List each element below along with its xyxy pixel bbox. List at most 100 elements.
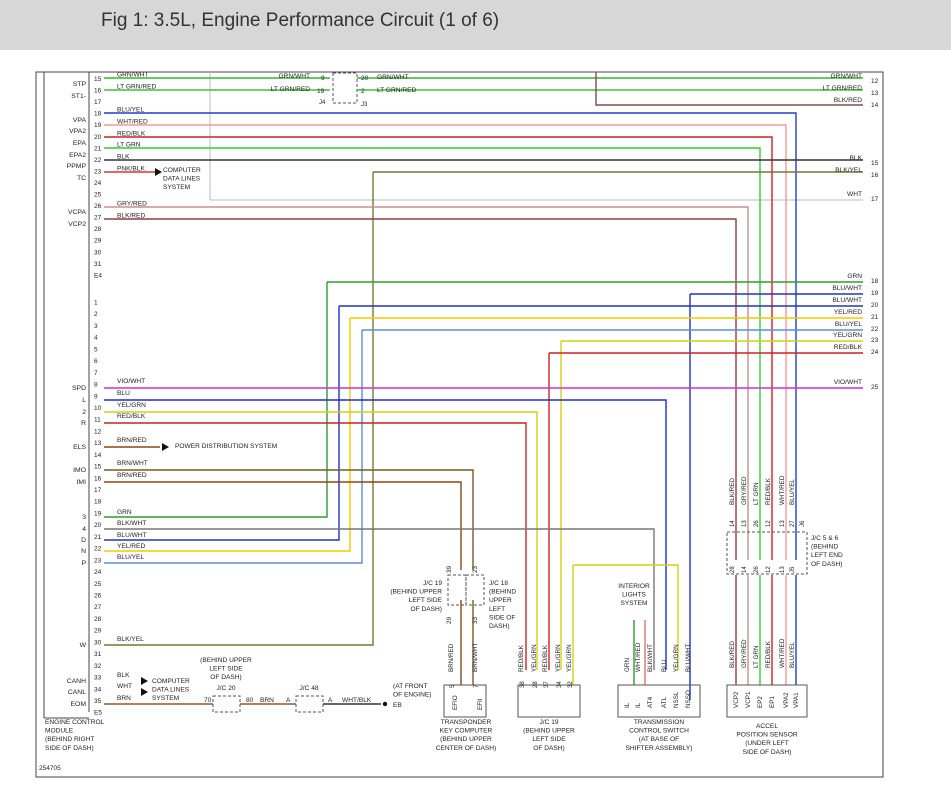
right-edge-number: 24 xyxy=(871,349,879,356)
jc56-bottom-pin: 26 xyxy=(754,566,760,573)
ecm-pin-number: 2 xyxy=(94,311,98,318)
ecm-pin-number: 16 xyxy=(94,88,102,95)
ecm-signal-label: CANL xyxy=(68,689,86,696)
wire-blu-wht-20-down xyxy=(104,306,340,541)
ecm-pin-number: 15 xyxy=(94,464,102,471)
ecm-signal-label: CANH xyxy=(67,678,86,685)
jc19-mid-box xyxy=(517,684,581,718)
transponder-name: (BEHIND UPPER xyxy=(440,736,492,743)
ecm-wire-label: GRN xyxy=(117,509,132,516)
trans-switch-term: NSSO xyxy=(685,690,692,708)
ecm-wire-label: BLK xyxy=(117,672,130,679)
jc18-name: (BEHIND xyxy=(489,589,516,596)
ecm-pin-number: 17 xyxy=(94,99,102,106)
jc56-bottom-pin: 28 xyxy=(730,566,736,573)
ecm-pin-number: 7 xyxy=(94,370,98,377)
ecm-pin-number: 34 xyxy=(94,686,102,693)
ecm-signal-label: VPA xyxy=(73,117,87,124)
jc19-left-name: (BEHIND UPPER xyxy=(390,589,442,596)
right-edge-number: 20 xyxy=(871,302,879,309)
right-edge-number: 17 xyxy=(871,196,879,203)
wire-gry-red xyxy=(104,206,749,560)
wire-brn-wht xyxy=(104,469,474,570)
right-edge-wire-label: BLU/WHT xyxy=(832,285,862,292)
jc56-top-pin: 13 xyxy=(780,520,786,527)
ecm-signal-label: N xyxy=(81,548,86,555)
transponder-box xyxy=(443,684,487,718)
right-edge-number: 23 xyxy=(871,337,879,344)
jc20-connector xyxy=(212,695,241,713)
ecm-pin-number: 29 xyxy=(94,628,102,635)
ecm-pin-number: 24 xyxy=(94,180,102,187)
can-data-lines-label: DATA LINES xyxy=(152,687,190,694)
ecm-pin-number: 11 xyxy=(94,417,101,424)
ecm-signal-label: IMO xyxy=(73,467,86,474)
ecm-pin-number: 32 xyxy=(94,663,102,670)
ecm-pin-number: 14 xyxy=(94,452,102,459)
ecm-wire-label: LT GRN xyxy=(117,142,141,149)
ecm-wire-label: BLU/WHT xyxy=(117,532,147,539)
ecm-pin-number: 26 xyxy=(94,593,102,600)
trans-switch-name: TRANSMISSION xyxy=(634,719,684,726)
jc56-bottom-wire: WHT/RED xyxy=(779,638,786,668)
interior-lights-label: LIGHTS xyxy=(622,592,646,599)
wire-paths xyxy=(104,72,863,705)
right-edge-wire-label: YEL/RED xyxy=(834,309,862,316)
jc20-name: J/C 20 xyxy=(216,685,235,692)
can-data-lines-label: COMPUTER xyxy=(152,678,190,685)
ecm-pin-number: 18 xyxy=(94,111,102,118)
trans-switch-name: SHIFTER ASSEMBLY) xyxy=(626,745,693,752)
ecm-wire-label: PNK/BLK xyxy=(117,166,145,173)
ecm-pin-number: 25 xyxy=(94,581,102,588)
trans-switch-name: CONTROL SWITCH xyxy=(629,728,689,735)
jc19-left-name: J/C 19 xyxy=(423,580,442,587)
ecm-signal-label: STP xyxy=(73,81,87,88)
accel-name: SIDE OF DASH) xyxy=(743,749,792,756)
can-data-lines-label: SYSTEM xyxy=(152,695,179,702)
right-edge-number: 15 xyxy=(871,160,879,167)
ecm-pin-number: 23 xyxy=(94,168,102,175)
transponder-name: CENTER OF DASH) xyxy=(436,745,496,752)
figure-reference: 254705 xyxy=(39,765,61,772)
jc-pin: 9 xyxy=(321,75,325,82)
wire-wht-red xyxy=(104,124,787,560)
jc20-pin: 80 xyxy=(246,697,254,704)
power-distribution-label: POWER DISTRIBUTION SYSTEM xyxy=(175,443,277,450)
transponder-term: EFII xyxy=(477,698,484,710)
ecm-pin-number: 35 xyxy=(94,698,102,705)
right-edge-wire-label: WHT xyxy=(847,191,862,198)
ecm-connector-label: E4 xyxy=(94,272,102,279)
jc-pin: 20 xyxy=(361,75,369,82)
jc-wire-label: LT GRN/RED xyxy=(271,86,311,93)
jc56-bottom-wire: GRY/RED xyxy=(741,639,748,668)
right-edge-wire-label: RED/BLK xyxy=(834,344,863,351)
ecm-wire-label: BLU/YEL xyxy=(117,554,144,561)
ecm-wire-label: RED/BLK xyxy=(117,413,146,420)
right-edge-wire-label: BLU/WHT xyxy=(832,297,862,304)
ecm-pin-number: 25 xyxy=(94,192,102,199)
trans-switch-term: IL xyxy=(624,702,631,708)
ecm-wire-label: GRN/WHT xyxy=(117,72,149,79)
accel-term: VCP2 xyxy=(733,691,740,708)
ecm-wire-label: BRN/RED xyxy=(117,472,147,479)
ecm-signal-label: D xyxy=(81,537,86,544)
j3-j4-connector xyxy=(332,72,358,104)
ecm-signal-label: R xyxy=(81,420,86,427)
ecm-pin-number: 13 xyxy=(94,440,102,447)
jc18-connector xyxy=(465,574,485,606)
jc18-name: SIDE OF xyxy=(489,614,515,621)
ecm-pin-number: 19 xyxy=(94,122,102,129)
ecm-pin-number: 27 xyxy=(94,604,102,611)
ecm-pin-number: 3 xyxy=(94,323,98,330)
ecm-pin-number: 18 xyxy=(94,499,102,506)
ecm-wire-label: WHT xyxy=(117,683,132,690)
eb-ground-label: EB xyxy=(393,702,402,709)
jc19-mid-wire: YEL/GRN xyxy=(566,644,573,672)
wire-labels: 1516171819202122232425262728293031E41234… xyxy=(39,72,879,773)
jc18-name: LEFT xyxy=(489,606,505,613)
ecm-name: MODULE xyxy=(45,728,74,735)
wire-yel-red-down xyxy=(104,318,351,552)
ecm-wire-label: BLU/YEL xyxy=(117,107,144,114)
wire-lt-grn xyxy=(104,147,761,560)
computer-data-lines-label: COMPUTER xyxy=(163,167,201,174)
